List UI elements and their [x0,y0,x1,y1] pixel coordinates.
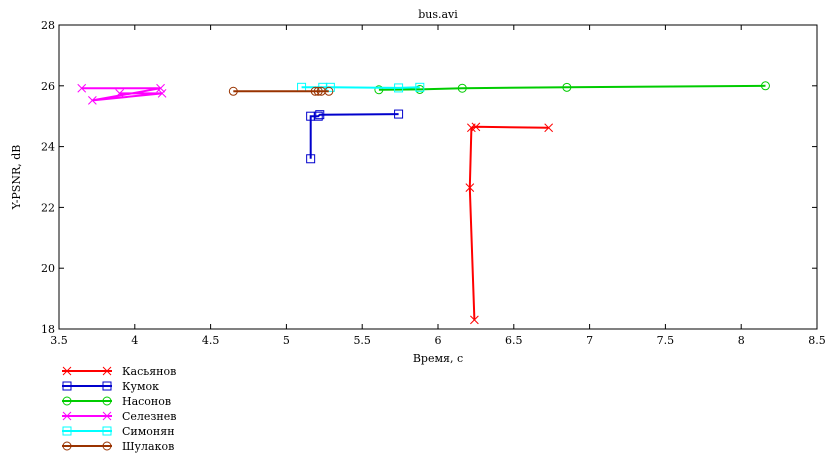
legend-marker [102,366,112,376]
legend-item: Симонян [62,425,175,438]
data-point [544,123,554,133]
legend-item: Кумок [62,380,159,393]
legend-label: Кумок [122,380,159,393]
y-tick-label: 20 [41,262,55,275]
legend-marker [102,426,112,436]
y-tick-label: 18 [41,323,55,336]
data-point [115,89,124,98]
data-point [760,81,770,91]
legend-marker [62,396,72,406]
data-point [562,82,572,92]
x-tick-label: 4.5 [202,334,220,347]
data-point [394,83,404,93]
x-tick-label: 8.5 [808,334,826,347]
legend-marker [62,426,72,436]
legend-marker [102,441,112,451]
data-point [77,83,87,93]
legend: КасьяновКумокНасоновСелезневСимонянШулак… [62,365,176,453]
legend-marker [102,381,112,391]
data-point [324,86,334,96]
series-line [378,84,766,91]
legend-item: Селезнев [62,410,176,423]
x-tick-label: 7 [586,334,593,347]
data-point [315,110,325,120]
data-point [325,82,335,92]
legend-label: Селезнев [122,410,176,423]
x-tick-label: 4 [131,334,138,347]
y-tick-label: 22 [41,201,55,214]
legend-marker [62,441,72,451]
legend-marker [62,411,72,421]
x-tick-label: 6.5 [505,334,523,347]
series-4 [77,83,167,105]
legend-marker [102,396,112,406]
series-layer [77,81,770,325]
x-tick-label: 3.5 [50,334,68,347]
legend-marker [62,381,72,391]
x-tick-label: 8 [738,334,745,347]
legend-marker [62,366,72,376]
data-point [457,83,467,93]
data-point [470,315,479,325]
y-tick-label: 24 [41,141,55,154]
data-point [415,82,425,92]
chart-title: bus.avi [418,8,458,21]
y-tick-label: 28 [41,19,55,32]
data-point [394,109,404,119]
x-tick-label: 5.5 [353,334,371,347]
legend-label: Шулаков [122,440,174,453]
legend-item: Насонов [62,395,171,408]
series-2 [306,109,404,164]
legend-label: Насонов [122,395,171,408]
x-tick-label: 6 [435,334,442,347]
legend-item: Касьянов [62,365,176,378]
data-point [465,183,475,192]
data-point [157,89,167,98]
x-axis-label: Время, с [413,352,463,365]
data-point [306,154,316,164]
legend-label: Симонян [122,425,175,438]
data-point [228,86,238,96]
x-tick-label: 5 [283,334,290,347]
data-point [313,111,323,121]
series-6 [228,86,334,96]
legend-label: Касьянов [122,365,176,378]
data-point [310,86,320,96]
y-tick-label: 26 [41,80,55,93]
data-point [87,96,97,105]
series-1 [465,122,554,325]
y-axis-label: Y-PSNR, dB [10,145,23,211]
legend-item: Шулаков [62,440,174,453]
x-tick-label: 7.5 [657,334,675,347]
axis-ticks: 3.5 4 4.5 5 5.5 6 6.5 7 7.5 8 8.5 18 20 22 24 26 28 [41,19,826,347]
data-point [313,86,323,96]
data-point [374,85,384,95]
legend-marker [102,411,112,421]
series-line [309,113,399,159]
data-point [156,83,165,93]
series-3 [374,81,770,95]
data-point [471,122,481,132]
